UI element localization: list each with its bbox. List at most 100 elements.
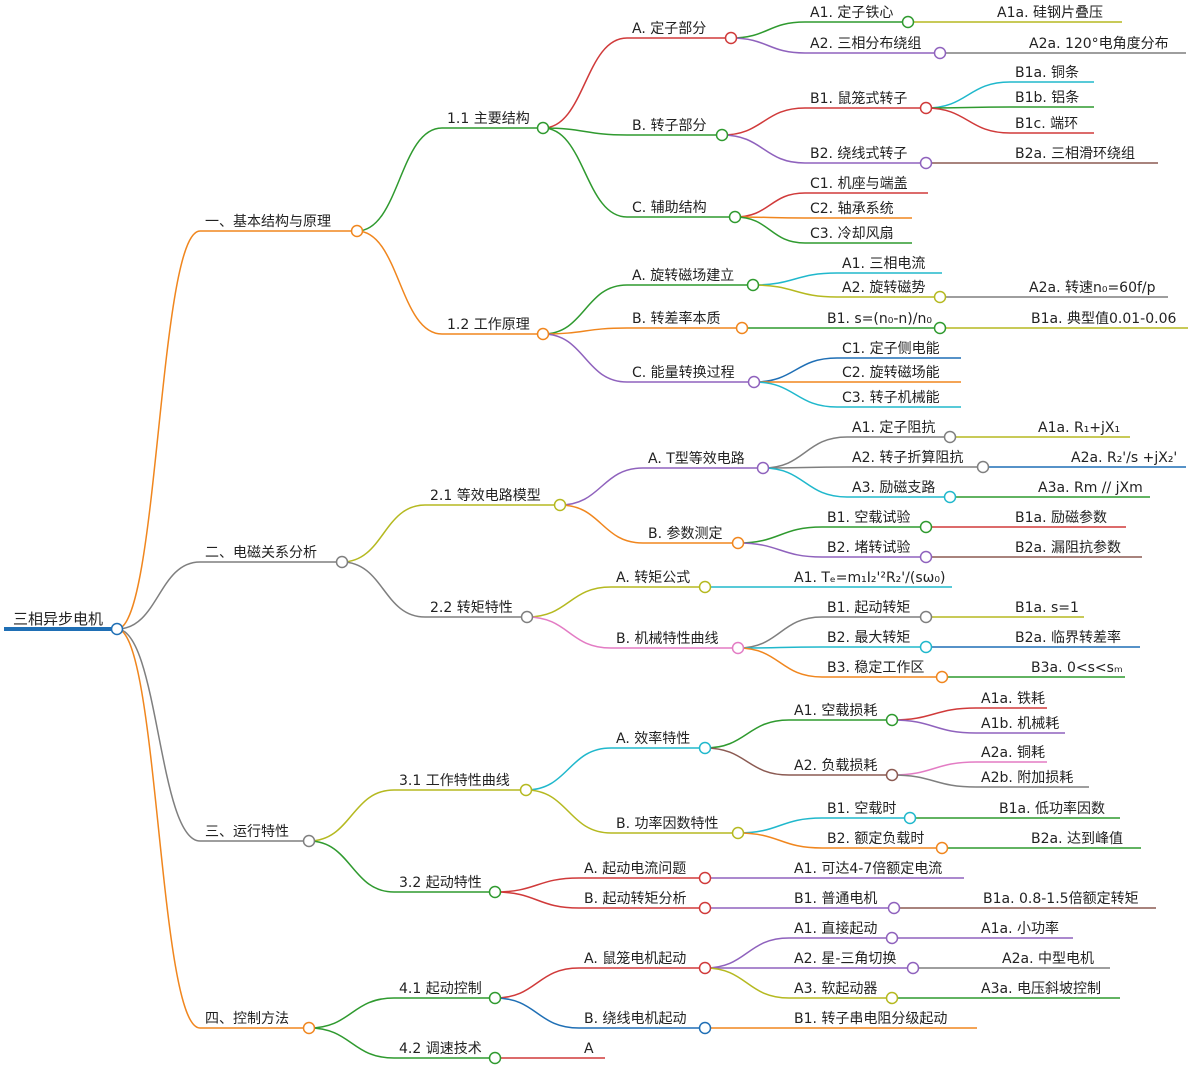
- collapse-toggle-n3_1_A[interactable]: [698, 741, 712, 755]
- node-label-n1[interactable]: 一、基本结构与原理: [205, 213, 331, 230]
- node-label-n1_1_A1a[interactable]: A1a. 硅钢片叠压: [997, 5, 1103, 21]
- node-label-n1_1_B2[interactable]: B2. 绕线式转子: [810, 146, 907, 162]
- collapse-toggle-n4_1_A[interactable]: [698, 961, 712, 975]
- node-label-n3_1_B1a[interactable]: B1a. 低功率因数: [999, 800, 1105, 817]
- node-label-n2_2_B2a[interactable]: B2a. 临界转差率: [1015, 629, 1121, 646]
- node-label-n1_1_B1c[interactable]: B1c. 端环: [1015, 116, 1078, 132]
- node-label-n1_2_A[interactable]: A. 旋转磁场建立: [632, 268, 734, 284]
- node-label-n4_1_A3a[interactable]: A3a. 电压斜坡控制: [981, 981, 1101, 997]
- node-label-n4_1[interactable]: 4.1 起动控制: [399, 981, 482, 997]
- node-label-n2_1_B2[interactable]: B2. 堵转试验: [827, 540, 910, 556]
- collapse-toggle-n2_2_B1[interactable]: [919, 610, 933, 624]
- node-label-n1_1_A1[interactable]: A1. 定子铁心: [810, 5, 893, 21]
- node-label-n3_1[interactable]: 3.1 工作特性曲线: [399, 773, 510, 789]
- node-label-n3_1_A1[interactable]: A1. 空载损耗: [794, 703, 877, 719]
- node-label-n4_1_A[interactable]: A. 鼠笼电机起动: [584, 950, 686, 967]
- node-label-n2_1_A3a[interactable]: A3a. Rm // jXm: [1038, 480, 1143, 496]
- node-label-n1_2_B1a[interactable]: B1a. 典型值0.01-0.06: [1031, 311, 1176, 327]
- collapse-toggle-n2[interactable]: [335, 555, 349, 569]
- node-label-n2_2_B1a[interactable]: B1a. s=1: [1015, 600, 1079, 616]
- node-label-n2_1[interactable]: 2.1 等效电路模型: [430, 487, 541, 504]
- collapse-toggle-n3_1_B[interactable]: [731, 826, 745, 840]
- node-label-n1_1_B1[interactable]: B1. 鼠笼式转子: [810, 90, 907, 107]
- node-label-n2_2_B1[interactable]: B1. 起动转矩: [827, 600, 910, 616]
- node-label-n1_1_B1a[interactable]: B1a. 铜条: [1015, 64, 1079, 81]
- collapse-toggle-n2_2_B[interactable]: [731, 641, 745, 655]
- collapse-toggle-n3_2[interactable]: [488, 885, 502, 899]
- collapse-toggle-n3_1_B1[interactable]: [903, 811, 917, 825]
- collapse-toggle-n1_1_B[interactable]: [715, 128, 729, 142]
- collapse-toggle-n4_1[interactable]: [488, 991, 502, 1005]
- node-label-n3_2_B1a[interactable]: B1a. 0.8-1.5倍额定转矩: [983, 891, 1139, 907]
- node-label-n3_2_B[interactable]: B. 起动转矩分析: [584, 891, 687, 907]
- collapse-toggle-n3_1_A2[interactable]: [885, 768, 899, 782]
- collapse-toggle-n1_2_A2[interactable]: [933, 290, 947, 304]
- node-label-n3_2_A[interactable]: A. 起动电流问题: [584, 861, 686, 877]
- node-label-n2_1_A1a[interactable]: A1a. R₁+jX₁: [1038, 420, 1120, 436]
- node-label-n1_2_C3[interactable]: C3. 转子机械能: [842, 390, 940, 406]
- node-label-n2[interactable]: 二、电磁关系分析: [205, 545, 317, 561]
- collapse-toggle-n2_2_B2[interactable]: [919, 640, 933, 654]
- node-label-n2_1_B2a[interactable]: B2a. 漏阻抗参数: [1015, 539, 1121, 556]
- collapse-toggle-n3_1_B2[interactable]: [935, 841, 949, 855]
- collapse-toggle-n2_1_B[interactable]: [731, 536, 745, 550]
- collapse-toggle-n3_2_B1[interactable]: [887, 901, 901, 915]
- node-label-n1_1_C3[interactable]: C3. 冷却风扇: [810, 226, 894, 242]
- collapse-toggle-n1[interactable]: [350, 224, 364, 238]
- collapse-toggle-n2_1_B2[interactable]: [919, 550, 933, 564]
- node-label-n3_1_A1a[interactable]: A1a. 铁耗: [981, 691, 1045, 707]
- node-label-n3_1_B2[interactable]: B2. 额定负载时: [827, 831, 924, 847]
- node-label-n1_2_A1[interactable]: A1. 三相电流: [842, 256, 925, 272]
- node-label-n2_1_B1a[interactable]: B1a. 励磁参数: [1015, 509, 1107, 526]
- collapse-toggle-n1_1_B2[interactable]: [919, 156, 933, 170]
- node-label-n1_1[interactable]: 1.1 主要结构: [447, 111, 530, 127]
- node-label-n3_2_A1[interactable]: A1. 可达4-7倍额定电流: [794, 861, 942, 877]
- collapse-toggle-n1_1[interactable]: [536, 121, 550, 135]
- collapse-toggle-n2_1_A1[interactable]: [943, 430, 957, 444]
- node-label-n4_1_A3[interactable]: A3. 软起动器: [794, 981, 877, 997]
- node-label-n1_1_B1b[interactable]: B1b. 铝条: [1015, 89, 1079, 106]
- collapse-toggle-n3_1[interactable]: [519, 783, 533, 797]
- collapse-toggle-n1_1_A1[interactable]: [901, 15, 915, 29]
- node-label-n4_2_A[interactable]: A: [584, 1041, 594, 1057]
- node-label-n2_2_A1[interactable]: A1. Tₑ=m₁I₂'²R₂'/(sω₀): [794, 570, 945, 586]
- node-label-n1_2[interactable]: 1.2 工作原理: [447, 317, 530, 333]
- node-label-n4_1_A1[interactable]: A1. 直接起动: [794, 920, 877, 937]
- collapse-toggle-n2_2_B3[interactable]: [935, 670, 949, 684]
- collapse-toggle-n4_1_A2[interactable]: [906, 961, 920, 975]
- node-label-n1_2_B1[interactable]: B1. s=(n₀-n)/n₀: [827, 311, 932, 327]
- collapse-toggle-n1_1_A[interactable]: [724, 31, 738, 45]
- node-label-n3_1_B[interactable]: B. 功率因数特性: [616, 815, 719, 832]
- node-label-n2_1_B[interactable]: B. 参数测定: [648, 525, 723, 542]
- node-label-n1_1_C[interactable]: C. 辅助结构: [632, 200, 707, 216]
- collapse-toggle-root[interactable]: [110, 622, 124, 636]
- collapse-toggle-n3_1_A1[interactable]: [885, 713, 899, 727]
- node-label-n4_2[interactable]: 4.2 调速技术: [399, 1041, 482, 1057]
- collapse-toggle-n2_1_A2[interactable]: [976, 460, 990, 474]
- collapse-toggle-n4_1_A1[interactable]: [885, 931, 899, 945]
- node-label-n2_2[interactable]: 2.2 转矩特性: [430, 600, 513, 616]
- collapse-toggle-n1_2_B1[interactable]: [933, 321, 947, 335]
- node-label-n2_1_A2a[interactable]: A2a. R₂'/s +jX₂': [1071, 450, 1177, 466]
- collapse-toggle-n4_2[interactable]: [488, 1051, 502, 1065]
- collapse-toggle-n3_2_B[interactable]: [698, 901, 712, 915]
- node-label-n1_1_A2[interactable]: A2. 三相分布绕组: [810, 36, 921, 52]
- node-label-n3_1_A2b[interactable]: A2b. 附加损耗: [981, 770, 1073, 786]
- node-label-n3_2[interactable]: 3.2 起动特性: [399, 875, 482, 891]
- collapse-toggle-n2_1_B1[interactable]: [919, 520, 933, 534]
- node-label-n3_1_A1b[interactable]: A1b. 机械耗: [981, 716, 1059, 732]
- node-label-n3_1_A2[interactable]: A2. 负载损耗: [794, 758, 877, 774]
- node-label-n2_2_B2[interactable]: B2. 最大转矩: [827, 630, 910, 646]
- node-label-n3_2_B1[interactable]: B1. 普通电机: [794, 891, 877, 907]
- node-label-n4_1_A2[interactable]: A2. 星-三角切换: [794, 950, 896, 967]
- node-label-n2_1_A[interactable]: A. T型等效电路: [648, 450, 745, 467]
- collapse-toggle-n4_1_A3[interactable]: [885, 991, 899, 1005]
- node-label-n1_2_C2[interactable]: C2. 旋转磁场能: [842, 365, 940, 381]
- collapse-toggle-n2_2[interactable]: [520, 610, 534, 624]
- collapse-toggle-n2_1[interactable]: [553, 498, 567, 512]
- node-label-n1_2_A2a[interactable]: A2a. 转速n₀=60f/p: [1029, 280, 1156, 296]
- collapse-toggle-n2_2_A[interactable]: [698, 580, 712, 594]
- node-label-n3_1_B1[interactable]: B1. 空载时: [827, 801, 896, 817]
- collapse-toggle-n3[interactable]: [302, 834, 316, 848]
- node-label-n4_1_B[interactable]: B. 绕线电机起动: [584, 1011, 687, 1027]
